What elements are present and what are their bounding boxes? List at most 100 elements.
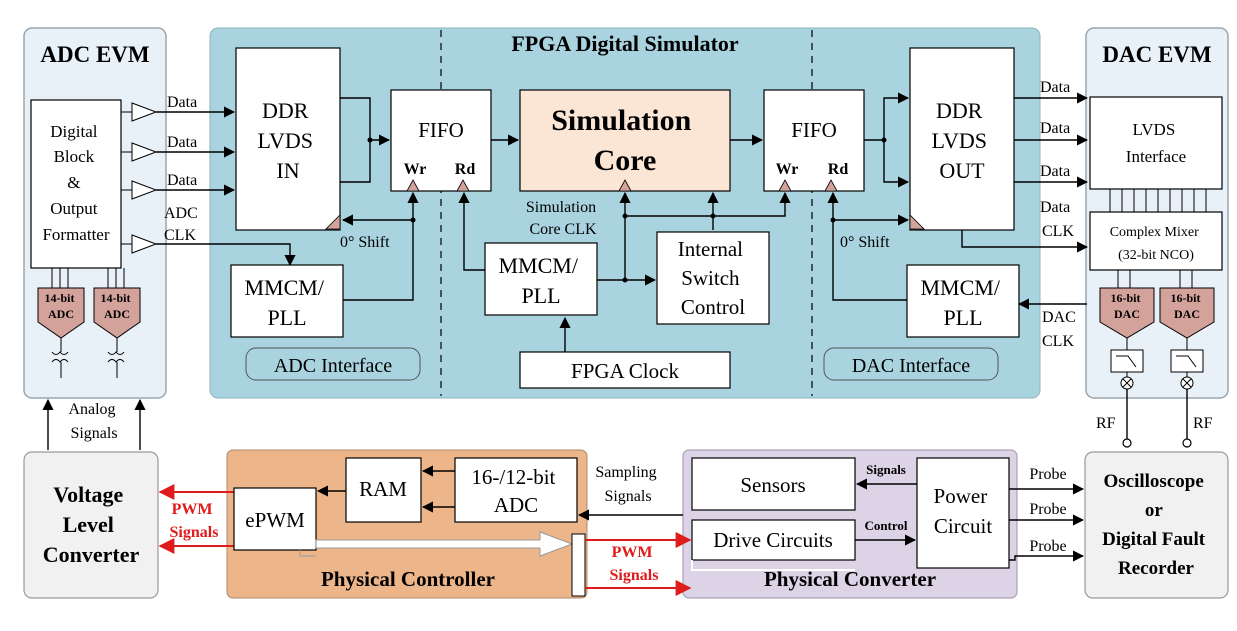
dac-interface-label-box [823, 347, 999, 381]
dac-clock-lines [827, 191, 910, 301]
epwm-box [233, 487, 317, 551]
digital-block-box [30, 99, 122, 269]
analog-signal-lines [42, 398, 146, 450]
ram-label: RAM [359, 477, 407, 501]
adc-chip-2 [93, 287, 141, 339]
junction-dot [830, 217, 836, 223]
epwm-output-arrow-base [299, 550, 316, 557]
fifo-in-label: FIFO [418, 118, 464, 142]
fifo-in-wr: Wr [404, 161, 427, 178]
mixer-to-dac-lines [1117, 270, 1193, 288]
dac-shift-label: 0° Shift [840, 234, 890, 251]
pwm-connector-bar [571, 533, 586, 597]
voltage-converter-label: Voltage Level Converter [43, 482, 140, 567]
complex-mixer-box [1089, 211, 1223, 271]
mmcm-pll-core-box [484, 242, 598, 316]
fpga-clock-label: FPGA Clock [571, 359, 679, 383]
ddr-lvds-in-box [235, 47, 341, 231]
pwm-to-drive-lines [585, 532, 692, 596]
adc-interface-label: ADC Interface [274, 355, 392, 377]
converter-control-label: Control [864, 518, 907, 533]
dac-filters [1110, 338, 1204, 390]
pwm-signals-label-left: PWM Signals [170, 501, 219, 541]
fpga-clock-box [519, 351, 731, 389]
epwm-output-arrow [315, 531, 574, 557]
drive-bracket [691, 560, 855, 571]
adc-output-buffers [121, 102, 158, 254]
junction-dot [881, 137, 887, 143]
adc-chip-2-label: 14-bit ADC [101, 291, 134, 321]
dac-evm-title: DAC EVM [1102, 42, 1212, 67]
junction-dot [710, 213, 716, 219]
ram-box [345, 457, 422, 523]
dac-data-label-3: Data [1040, 163, 1070, 180]
ddr-in-to-fifo [340, 97, 391, 183]
adc-data-label-3: Data [167, 172, 197, 189]
probe-label-2: Probe [1029, 501, 1066, 518]
dac-chip-1-label: 16-bit DAC [1111, 291, 1144, 321]
sim-core-clk-label: Simulation Core CLK [526, 199, 600, 238]
rf-lines [1126, 389, 1188, 440]
rf-label-2: RF [1193, 415, 1213, 432]
junction-dot [622, 213, 628, 219]
fifo-in-box [390, 89, 492, 192]
adc-1612-box [454, 457, 578, 523]
adc-chip-1-label: 14-bit ADC [45, 291, 78, 321]
mmcm-pll-dac-label: MMCM/ PLL [921, 275, 1006, 330]
pwm-to-converter-lines [158, 484, 234, 554]
digital-block-label: Digital Block & Output Formatter [42, 122, 109, 244]
complex-mixer-label: Complex Mixer (32-bit NCO) [1110, 225, 1203, 263]
adc-clk-label: ADC CLK [164, 205, 202, 244]
ddr-in-clock-marker [325, 214, 341, 230]
oscilloscope-box [1084, 451, 1229, 599]
ddr-lvds-out-box [909, 47, 1015, 231]
ddr-out-clock-marker [909, 214, 925, 230]
dac-chip-2 [1159, 287, 1215, 339]
probe-lines [1009, 483, 1085, 562]
dac-chip-2-label: 16-bit DAC [1171, 291, 1204, 321]
pwm-signals-label-right: PWM Signals [610, 544, 659, 584]
voltage-converter-box [23, 451, 159, 599]
adc-data-label-2: Data [167, 134, 197, 151]
mmcm-pll-core-label: MMCM/ PLL [499, 253, 584, 308]
probe-label-1: Probe [1029, 466, 1066, 483]
adc-chip-connections [51, 268, 125, 290]
drive-circuits-box [691, 519, 856, 561]
dac-data-label-1: Data [1040, 79, 1070, 96]
converter-signals-label: Signals [866, 462, 906, 477]
dac-data-clk-label: CLK [1042, 223, 1074, 240]
switch-control-label: Internal Switch Control [678, 237, 749, 319]
junction-dot [622, 277, 628, 283]
converter-title: Physical Converter [764, 567, 936, 591]
adc-interface-label-box [245, 347, 421, 381]
sensors-label: Sensors [740, 473, 805, 497]
controller-title: Physical Controller [321, 567, 495, 591]
dac-data-label-2: Data [1040, 120, 1070, 137]
fifo-out-rd-marker [824, 179, 838, 192]
adc-1612-label: 16-/12-bit ADC [471, 465, 560, 517]
fifo-out-rd: Rd [828, 161, 849, 178]
rf-port-2 [1182, 438, 1192, 448]
adc-clock-lines [341, 191, 419, 301]
dac-data-label-4: Data [1040, 199, 1070, 216]
ddr-lvds-in-label: DDR LVDS IN [258, 98, 319, 183]
fifo-out-label: FIFO [791, 118, 837, 142]
fifo-in-rd: Rd [455, 161, 476, 178]
mmcm-pll-adc-box [230, 264, 344, 338]
analog-signals-label: Analog Signals [68, 401, 119, 442]
probe-label-3: Probe [1029, 538, 1066, 555]
fifo-out-wr-marker [778, 179, 792, 192]
controller-internal-lines [316, 465, 683, 521]
sensors-box [691, 457, 856, 511]
mmcm-pll-adc-label: MMCM/ PLL [245, 275, 330, 330]
dac-chip-1 [1099, 287, 1155, 339]
adc-transformers [51, 338, 125, 378]
adc-data-lines [156, 106, 296, 267]
oscilloscope-label: Oscilloscope or Digital Fault Recorder [1102, 471, 1210, 579]
adc-data-label-1: Data [167, 94, 197, 111]
dac-clk-label: DAC CLK [1042, 309, 1080, 350]
power-circuit-label: Power Circuit [934, 484, 993, 538]
simulation-core-label: Simulation Core [551, 104, 699, 177]
power-circuit-box [916, 457, 1010, 569]
